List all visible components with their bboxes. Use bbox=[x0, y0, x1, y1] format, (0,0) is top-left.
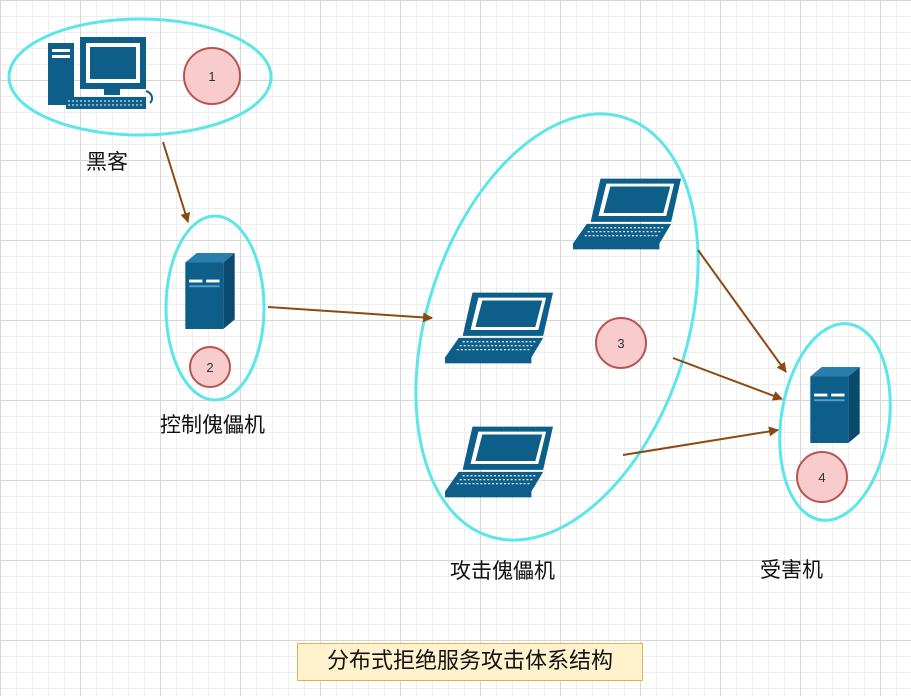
diagram-caption: 分布式拒绝服务攻击体系结构 bbox=[297, 643, 643, 681]
badge-number: 2 bbox=[206, 360, 213, 375]
controller-server-icon bbox=[185, 253, 235, 329]
arrow-hacker-to-controller bbox=[162, 141, 191, 223]
badge-number: 4 bbox=[818, 470, 825, 485]
badge-4: 4 bbox=[796, 451, 848, 503]
victim-label: 受害机 bbox=[760, 558, 823, 582]
laptop-icon bbox=[445, 292, 553, 364]
hacker-label: 黑客 bbox=[86, 150, 128, 174]
victim-server-icon bbox=[810, 367, 860, 443]
laptop-icon bbox=[573, 178, 681, 250]
badge-1: 1 bbox=[183, 47, 241, 105]
controller-label: 控制傀儡机 bbox=[160, 413, 265, 437]
laptop-icon bbox=[445, 426, 553, 498]
victim-group-ellipse bbox=[778, 322, 892, 522]
hacker-group-ellipse bbox=[7, 17, 273, 137]
badge-number: 3 bbox=[617, 336, 624, 351]
badge-3: 3 bbox=[595, 317, 647, 369]
badge-2: 2 bbox=[189, 346, 231, 388]
desktop-pc-icon bbox=[46, 35, 154, 111]
badge-number: 1 bbox=[208, 69, 215, 84]
arrow-attacker-to-victim bbox=[672, 357, 783, 401]
controller-group-ellipse bbox=[164, 214, 266, 402]
attackers-label: 攻击傀儡机 bbox=[450, 559, 555, 583]
arrow-controller-to-attackers bbox=[267, 306, 433, 323]
arrow-attacker-to-victim bbox=[622, 426, 779, 456]
arrow-attacker-to-victim bbox=[697, 249, 787, 373]
attackers-group-ellipse bbox=[414, 112, 700, 542]
